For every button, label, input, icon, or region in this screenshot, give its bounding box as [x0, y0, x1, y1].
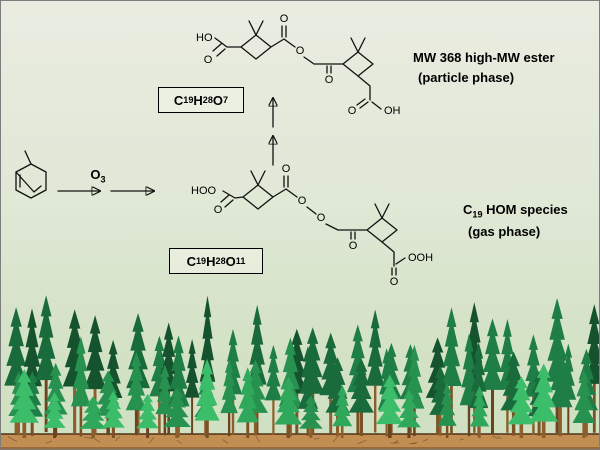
atom-label-o: O — [325, 74, 334, 86]
forest-illustration — [1, 295, 599, 449]
atom-label-o: O — [296, 45, 305, 57]
atom-label-o: O — [214, 204, 223, 216]
hom-bonds — [220, 170, 406, 276]
atom-label-o: O — [317, 212, 326, 224]
product-phase-label: MW 368 high-MW ester (particle phase) — [413, 48, 593, 87]
ester-bonds — [212, 20, 382, 110]
atom-label-hoo: HOO — [191, 185, 217, 197]
atom-label-o: O — [390, 276, 399, 288]
atom-label-o: O — [282, 163, 291, 175]
hom-structure: HOO O O O O O O OOH — [191, 163, 433, 288]
hom-title: C19 HOM species — [463, 202, 568, 220]
ozone-label: O3 — [90, 167, 106, 185]
alpha-pinene-structure — [15, 150, 47, 199]
hom-subtitle: (gas phase) — [468, 224, 541, 240]
product-title: MW 368 high-MW ester — [413, 50, 555, 65]
atom-label-o: O — [348, 105, 357, 117]
hom-phase-label: C19 HOM species (gas phase) — [463, 200, 598, 242]
atom-label-o: O — [280, 13, 289, 25]
atom-label-o: O — [298, 195, 307, 207]
atom-label-oh: OH — [384, 105, 401, 117]
atom-label-ho: HO — [196, 32, 213, 44]
atom-label-o: O — [204, 54, 213, 66]
atom-label-ooh: OOH — [408, 252, 433, 264]
atom-label-o: O — [349, 240, 358, 252]
product-subtitle: (particle phase) — [418, 69, 515, 85]
ester-structure: HO O O O O O OH — [196, 13, 401, 117]
